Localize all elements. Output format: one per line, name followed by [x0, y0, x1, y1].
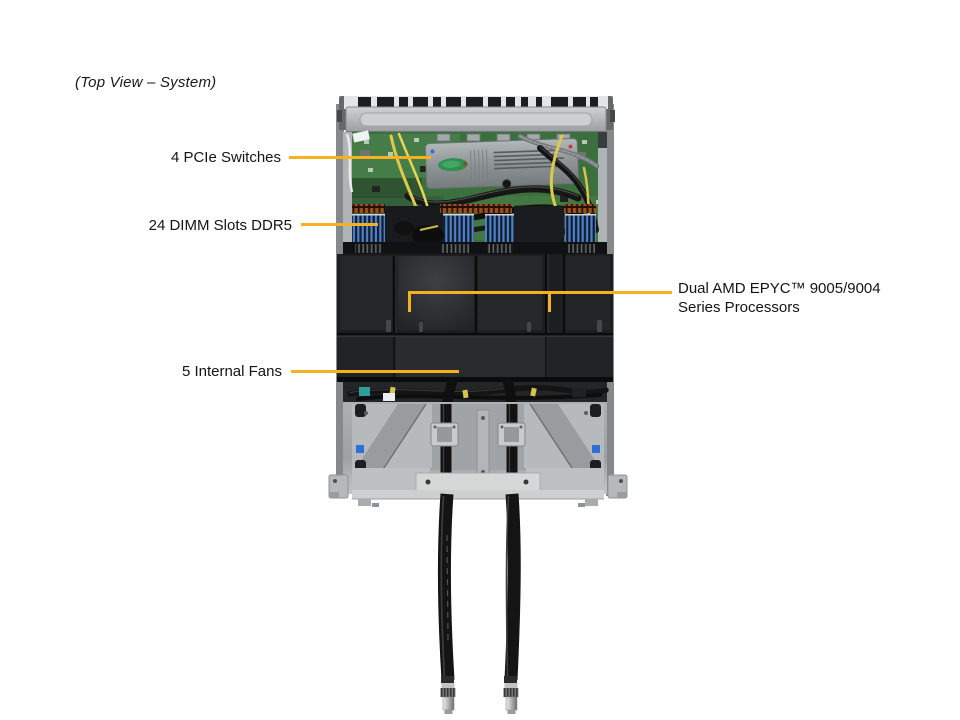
callout-label-pcie-switches: 4 PCIe Switches	[170, 149, 281, 166]
air-shroud	[337, 254, 613, 382]
callout-line-internal-fans	[291, 370, 459, 373]
lower-chassis	[328, 402, 628, 507]
callout-label-internal-fans: 5 Internal Fans	[181, 363, 282, 380]
rear-io-connectors	[344, 96, 608, 109]
callout-label-processors: Dual AMD EPYC™ 9005/9004 Series Processo…	[678, 280, 881, 316]
callout-label-dimm-slots: 24 DIMM Slots DDR5	[148, 217, 292, 234]
callout-line-pcie-switches	[289, 156, 431, 159]
tube-clamps	[430, 422, 526, 447]
callout-line-processors	[408, 291, 672, 294]
service-sticker-right	[592, 445, 600, 453]
rear-panel-bar	[345, 106, 607, 134]
dimm-banks	[352, 204, 596, 245]
callout-line-processor-left	[408, 291, 411, 312]
tube-fitting-left	[440, 676, 456, 714]
callout-line-processor-right	[548, 291, 551, 312]
cooling-tube-left	[437, 493, 455, 681]
mounting-ears	[328, 474, 628, 499]
tube-fitting-right	[503, 676, 519, 714]
callout-line-dimm-slots	[301, 223, 378, 226]
cooling-tube-right	[504, 493, 521, 681]
service-sticker-left	[356, 445, 364, 453]
figure-caption: (Top View – System)	[75, 74, 217, 91]
fan-bay-cables	[343, 377, 609, 429]
vent-row	[343, 242, 607, 256]
